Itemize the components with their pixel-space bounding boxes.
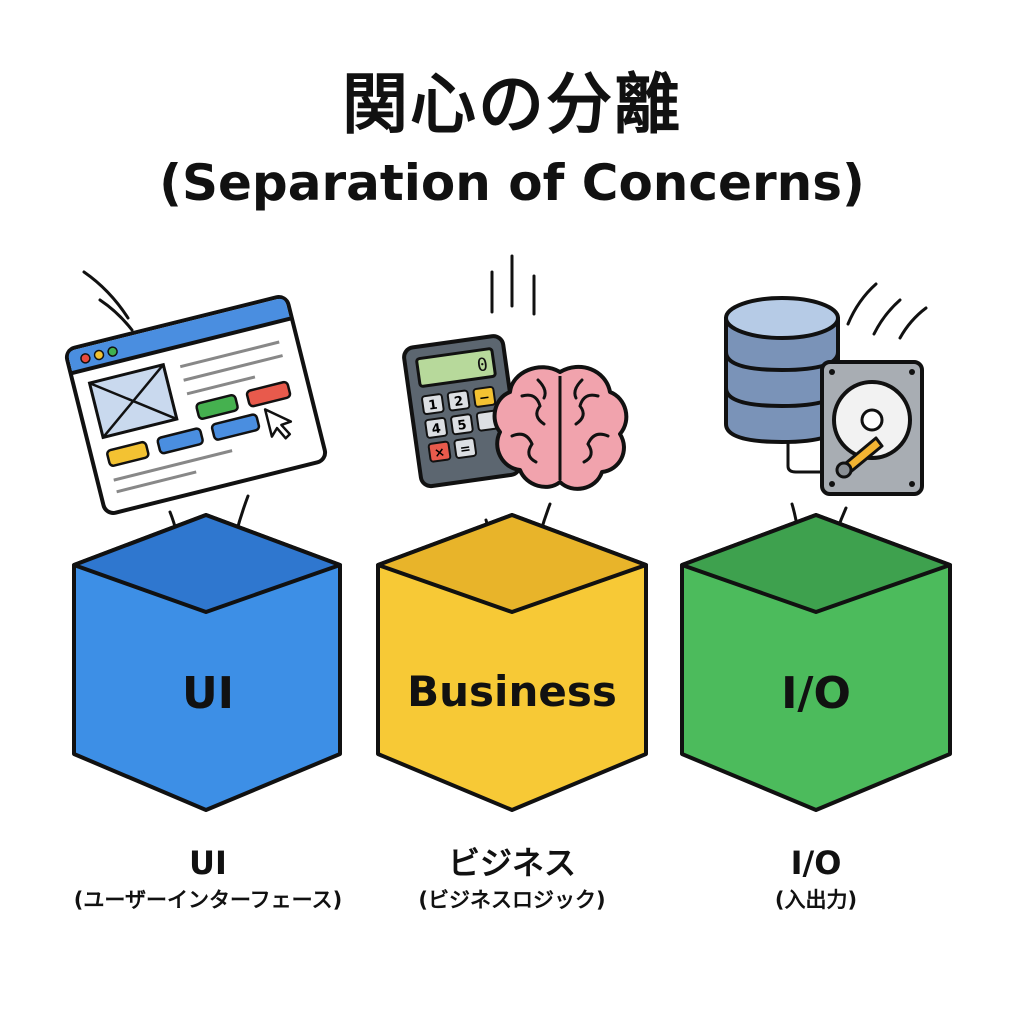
caption-io-subtitle: (入出力) bbox=[774, 888, 858, 913]
cube-ui: UI bbox=[72, 513, 342, 812]
svg-text:=: = bbox=[459, 441, 472, 457]
caption-business-title: ビジネス bbox=[447, 844, 576, 882]
svg-text:0: 0 bbox=[476, 354, 490, 376]
svg-text:2: 2 bbox=[453, 394, 464, 410]
browser-window-icon bbox=[64, 270, 328, 515]
caption-ui-title: UI bbox=[189, 844, 227, 882]
svg-text:5: 5 bbox=[457, 418, 468, 434]
caption-ui: UI (ユーザーインターフェース) bbox=[48, 844, 368, 913]
caption-ui-subtitle: (ユーザーインターフェース) bbox=[73, 888, 343, 913]
svg-text:−: − bbox=[478, 390, 491, 406]
caption-business-subtitle: (ビジネスロジック) bbox=[418, 888, 606, 913]
calculator-and-brain-icon: 0 1 2 − 4 5 × = bbox=[402, 254, 629, 491]
caption-business: ビジネス (ビジネスロジック) bbox=[352, 844, 672, 913]
title-japanese: 関心の分離 bbox=[342, 66, 682, 143]
svg-text:4: 4 bbox=[431, 421, 442, 437]
svg-text:×: × bbox=[433, 445, 446, 461]
svg-text:1: 1 bbox=[428, 398, 439, 414]
caption-io: I/O (入出力) bbox=[656, 844, 976, 913]
cube-label-ui: UI bbox=[182, 668, 234, 719]
title-english: (Separation of Concerns) bbox=[159, 154, 865, 212]
cube-business: Business bbox=[376, 513, 648, 812]
cube-label-business: Business bbox=[407, 667, 617, 716]
cube-io: I/O bbox=[680, 513, 952, 812]
database-and-hard-drive-icon bbox=[724, 282, 928, 496]
caption-io-title: I/O bbox=[790, 844, 842, 882]
cube-label-io: I/O bbox=[781, 668, 851, 719]
